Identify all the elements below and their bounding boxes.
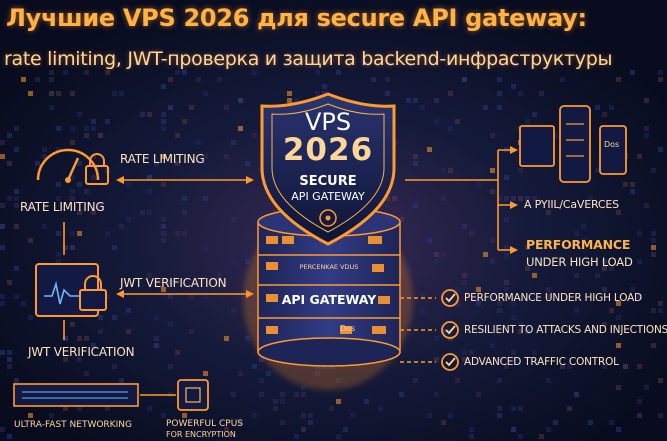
check-circle-icon [442,322,458,338]
shield-vps-label: VPS [304,108,352,136]
feature-item-3: ADVANCED TRAFFIC CONTROL [464,356,619,368]
feature-item-2: RESILIENT TO ATTACKS AND INJECTIONS [464,324,667,336]
check-circle-icon [442,290,458,306]
jwt-verification-label: JWT VERIFICATION [28,345,135,359]
feature-item-1: PERFORMANCE UNDER HIGH LOAD [464,292,642,304]
server-small-label: PERCENKAE VDUS [299,263,359,271]
cpu-chip-icon [178,380,208,410]
page-title: Лучшие VPS 2026 для secure API gateway: [6,4,587,32]
performance-title: PERFORMANCE [526,237,631,252]
page-subtitle: rate limiting, JWT-проверка и защита bac… [4,48,613,70]
shield-secure-label: SECURE [299,174,357,189]
rate-limiting-label: RATE LIMITING [20,200,105,214]
shield-year-label: 2026 [282,132,374,168]
lock-icon [86,154,108,184]
shield-gateway-label: API GATEWAY [291,190,365,203]
network-cable-icon [14,384,138,406]
networking-label: ULTRA-FAST NETWORKING [14,420,132,430]
cpu-label-1: POWERFUL CPUS [166,419,244,429]
jwt-verification-arrow-label: JWT VERIFICATION [120,276,227,290]
server-dos-label: Dos [340,324,356,333]
check-circle-icon [442,354,458,370]
apis-services-label: A PYIIL/CaVERCES [524,198,619,211]
performance-subtitle: UNDER HIGH LOAD [526,255,633,269]
devices-dos-label: Dos [604,140,620,149]
jwt-card-icon [36,264,106,316]
server-stack-icon [258,208,400,366]
cpu-label-2: FOR ENCRYPTION [166,430,236,439]
rate-limiting-arrow-label: RATE LIMITING [120,152,205,166]
server-main-label: API GATEWAY [281,292,377,307]
